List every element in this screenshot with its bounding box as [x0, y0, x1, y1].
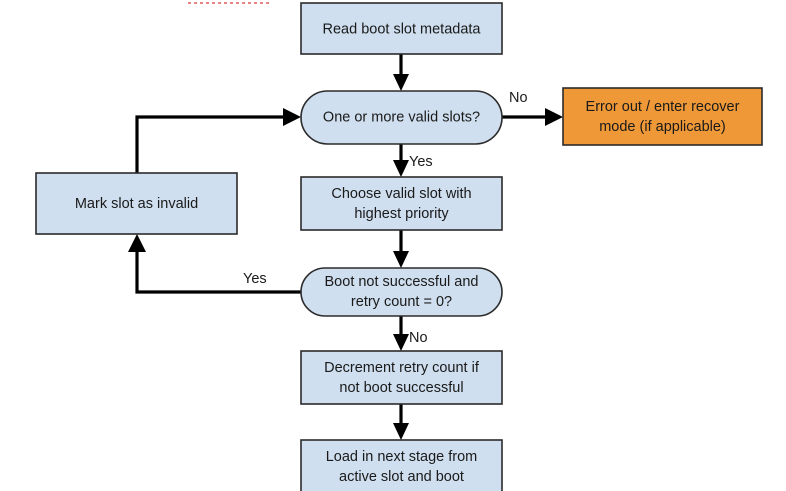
node-shape-rect [300, 176, 503, 231]
node-decrement-retry-count-if-not-boot-successful[interactable]: Decrement retry count if not boot succes… [300, 350, 503, 405]
node-label-error-out-line1: Error out / enter recover [586, 99, 740, 115]
edge-valid-slots-no-to-error: No [502, 90, 563, 126]
node-load-in-next-stage-from-active-slot-and-boot[interactable]: Load in next stage from active slot and … [300, 439, 503, 491]
node-choose-valid-slot-with-highest-priority[interactable]: Choose valid slot with highest priority [300, 176, 503, 231]
node-label-read-boot-slot-metadata: Read boot slot metadata [323, 21, 482, 37]
node-error-out-enter-recover-mode[interactable]: Error out / enter recover mode (if appli… [562, 87, 763, 146]
node-label-decrement-line2: not boot successful [339, 380, 463, 396]
node-shape-rect [300, 2, 503, 55]
edge-boot-check-no-to-decrement: No [393, 316, 428, 351]
edge-boot-check-yes-to-mark-invalid: Yes [128, 234, 301, 294]
edge-label-no-decrement: No [409, 330, 428, 346]
edge-label-yes-retry: Yes [243, 271, 267, 287]
node-label-choose-valid-slot-line2: highest priority [354, 206, 449, 222]
node-shape-rect [562, 87, 763, 146]
node-mark-slot-as-invalid[interactable]: Mark slot as invalid [35, 172, 238, 235]
node-label-boot-check-line2: retry count = 0? [351, 294, 452, 310]
node-label-choose-valid-slot-line1: Choose valid slot with [331, 186, 471, 202]
node-label-one-or-more-valid-slots: One or more valid slots? [323, 109, 480, 125]
node-shape-stadium [300, 267, 503, 317]
node-label-load-next-stage-line2: active slot and boot [339, 469, 464, 485]
node-label-mark-slot-as-invalid: Mark slot as invalid [75, 196, 198, 212]
node-boot-not-successful-and-retry-count-zero[interactable]: Boot not successful and retry count = 0? [300, 267, 503, 317]
edge-mark-invalid-to-valid-slots [135, 108, 301, 173]
edge-label-no-top: No [509, 90, 528, 106]
edge-choose-to-boot-check [393, 230, 409, 268]
edge-read-to-valid-slots [393, 54, 409, 91]
node-shape-stadium [300, 90, 503, 145]
edge-valid-slots-yes-to-choose: Yes [393, 144, 433, 177]
node-label-error-out-line2: mode (if applicable) [599, 119, 726, 135]
node-shape-rect [300, 350, 503, 405]
node-read-boot-slot-metadata[interactable]: Read boot slot metadata [300, 2, 503, 55]
edge-label-yes-choose: Yes [409, 154, 433, 170]
node-label-decrement-line1: Decrement retry count if [324, 360, 480, 376]
node-label-boot-check-line1: Boot not successful and [325, 274, 479, 290]
node-shape-rect [300, 439, 503, 491]
node-label-load-next-stage-line1: Load in next stage from [326, 449, 478, 465]
node-one-or-more-valid-slots[interactable]: One or more valid slots? [300, 90, 503, 145]
node-shape-rect [35, 172, 238, 235]
edge-decrement-to-load-next-stage [393, 404, 409, 440]
